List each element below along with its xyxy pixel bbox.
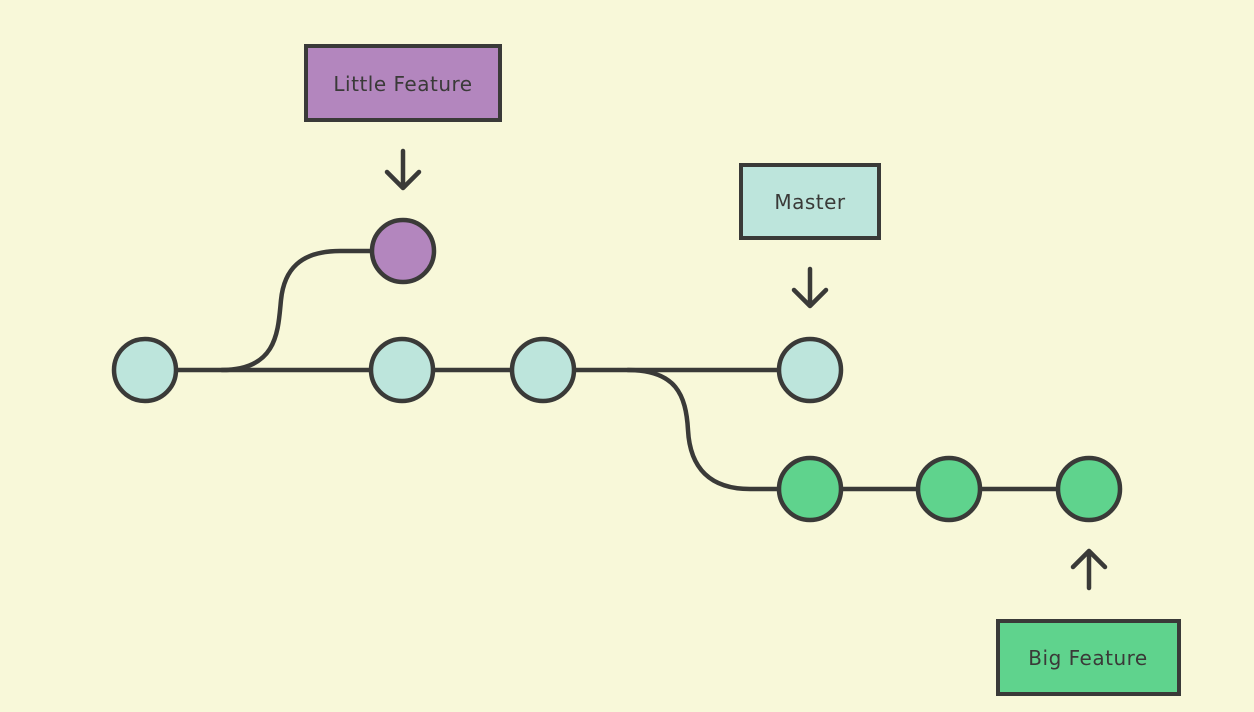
commit-master-3[interactable] bbox=[509, 336, 577, 404]
commit-master-2[interactable] bbox=[368, 336, 436, 404]
little-feature-label: Little Feature bbox=[333, 72, 472, 96]
big-feature-fork bbox=[625, 367, 783, 492]
arrow-down-icon bbox=[384, 148, 422, 191]
commit-little-feature-1[interactable] bbox=[369, 217, 437, 285]
little-feature-fork bbox=[219, 248, 375, 373]
commit-big-feature-2[interactable] bbox=[915, 455, 983, 523]
commit-master-1[interactable] bbox=[111, 336, 179, 404]
master-label-box[interactable] bbox=[739, 163, 881, 240]
commit-big-feature-1[interactable] bbox=[776, 455, 844, 523]
big-feature-commits bbox=[776, 455, 1123, 523]
master-commits bbox=[111, 336, 844, 404]
little-feature-pointer: Little Feature bbox=[304, 44, 502, 191]
arrow-up-icon bbox=[1070, 548, 1108, 591]
master-label: Master bbox=[774, 190, 846, 214]
big-feature-label: Big Feature bbox=[1028, 646, 1147, 670]
big-feature-label-box[interactable] bbox=[996, 619, 1181, 696]
commit-big-feature-3[interactable] bbox=[1055, 455, 1123, 523]
branch-edges bbox=[172, 248, 1061, 492]
big-feature-pointer: Big Feature bbox=[996, 548, 1181, 696]
little-feature-label-box[interactable] bbox=[304, 44, 502, 122]
master-pointer: Master bbox=[739, 163, 881, 309]
arrow-down-icon bbox=[791, 266, 829, 309]
commit-master-4[interactable] bbox=[776, 336, 844, 404]
little-feature-commits bbox=[369, 217, 437, 285]
